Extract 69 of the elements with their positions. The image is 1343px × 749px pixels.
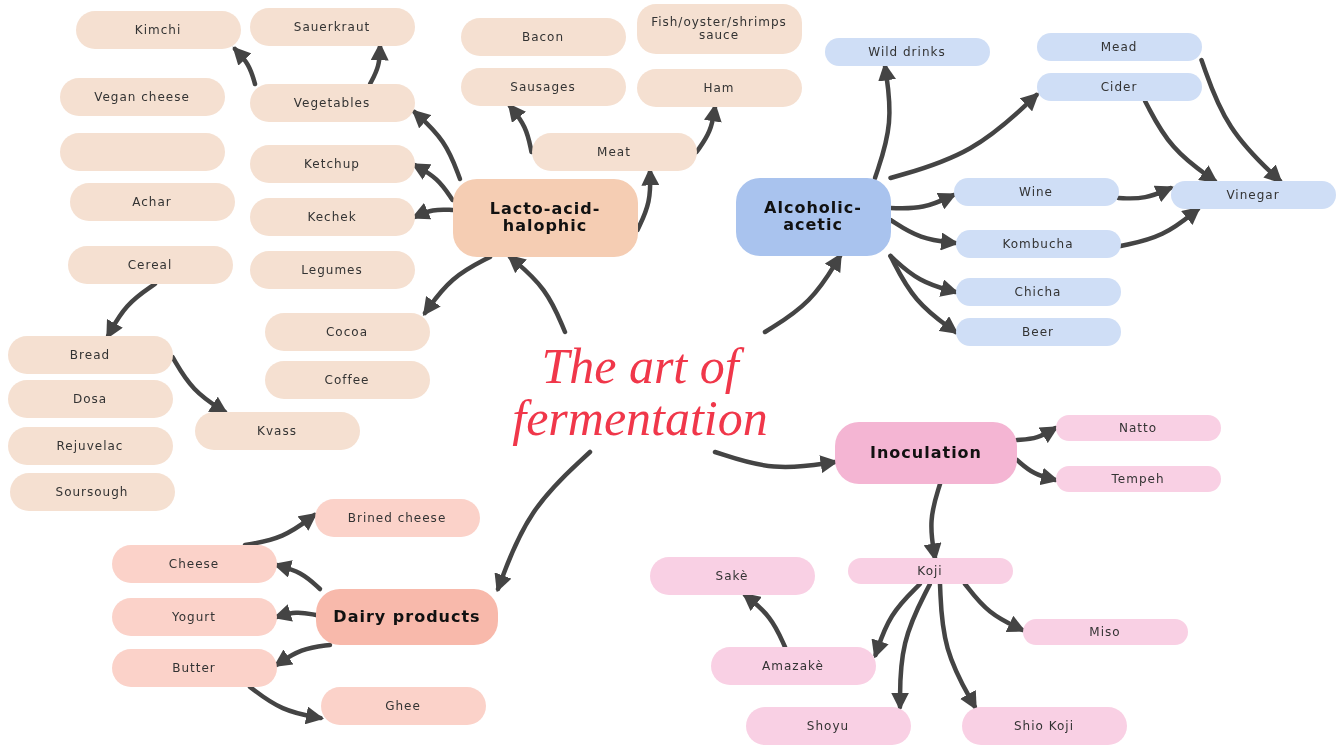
- arrow: [232, 46, 258, 87]
- arrow: [891, 581, 933, 711]
- arrow: [494, 449, 593, 593]
- topic-node: Bacon: [460, 18, 626, 56]
- topic-node: Shoyu: [745, 707, 911, 745]
- arrow: [1118, 206, 1201, 249]
- category-node: Alcoholic-acetic: [735, 178, 891, 256]
- arrow: [1014, 425, 1059, 444]
- topic-node: Fish/oyster/shrimps sauce: [636, 4, 802, 54]
- topic-node: Amazakè: [710, 647, 876, 685]
- topic-node: Cereal: [67, 246, 233, 284]
- topic-node: Vegetables: [249, 84, 415, 122]
- arrow: [888, 253, 959, 335]
- arrow: [1142, 98, 1218, 184]
- arrow: [411, 109, 463, 182]
- arrow: [242, 512, 318, 548]
- topic-node: Miso: [1022, 619, 1188, 645]
- arrow: [170, 354, 228, 415]
- topic-node: Ketchup: [249, 145, 415, 183]
- arrow: [871, 581, 923, 659]
- topic-node: Coffee: [264, 361, 430, 399]
- topic-node: Koji: [847, 558, 1013, 584]
- topic-node: Cocoa: [264, 313, 430, 351]
- topic-node: Brined cheese: [314, 499, 480, 537]
- topic-node: Cider: [1036, 73, 1202, 101]
- topic-node: Soursough: [9, 473, 175, 511]
- topic-node: Meat: [531, 133, 697, 171]
- topic-node: Rejuvelac: [7, 427, 173, 465]
- arrow: [742, 592, 788, 650]
- topic-node: Vegan cheese: [59, 78, 225, 116]
- central-title: The art of fermentation: [505, 332, 775, 452]
- topic-node: Shio Koji: [961, 707, 1127, 745]
- topic-node: Achar: [69, 183, 235, 221]
- topic-node: Wine: [953, 178, 1119, 206]
- topic-node: Vinegar: [1170, 181, 1336, 209]
- topic-node: Yogurt: [111, 598, 277, 636]
- topic-node: Beer: [955, 318, 1121, 346]
- arrow: [507, 103, 534, 155]
- topic-node: Wild drinks: [824, 38, 990, 66]
- topic-node: Kimchi: [75, 11, 241, 49]
- arrow: [1116, 185, 1174, 203]
- topic-node: Sakè: [649, 557, 815, 595]
- topic-node: Cheese: [111, 545, 277, 583]
- arrow: [247, 684, 325, 725]
- topic-node: Sausages: [460, 68, 626, 106]
- topic-node: Mead: [1036, 33, 1202, 61]
- topic-node: Kombucha: [955, 230, 1121, 258]
- topic-node: Kechek: [249, 198, 415, 236]
- topic-node: Bread: [7, 336, 173, 374]
- topic-node: Natto: [1055, 415, 1221, 441]
- topic-node: Dosa: [7, 380, 173, 418]
- arrow: [1199, 57, 1283, 184]
- arrow: [422, 254, 493, 316]
- topic-node: Chicha: [955, 278, 1121, 306]
- empty-box: [59, 133, 225, 171]
- arrow: [937, 581, 978, 711]
- topic-node: Legumes: [249, 251, 415, 289]
- topic-node: Sauerkraut: [249, 8, 415, 46]
- topic-node: Ghee: [320, 687, 486, 725]
- category-node: Dairy products: [316, 589, 498, 645]
- topic-node: Ham: [636, 69, 802, 107]
- category-node: Inoculation: [835, 422, 1017, 484]
- arrow: [962, 581, 1026, 633]
- arrow: [888, 92, 1040, 181]
- topic-node: Tempeh: [1055, 466, 1221, 492]
- topic-node: Kvass: [194, 412, 360, 450]
- arrow: [507, 254, 568, 335]
- topic-node: Butter: [111, 649, 277, 687]
- category-node: Lacto-acid-halophic: [452, 179, 638, 257]
